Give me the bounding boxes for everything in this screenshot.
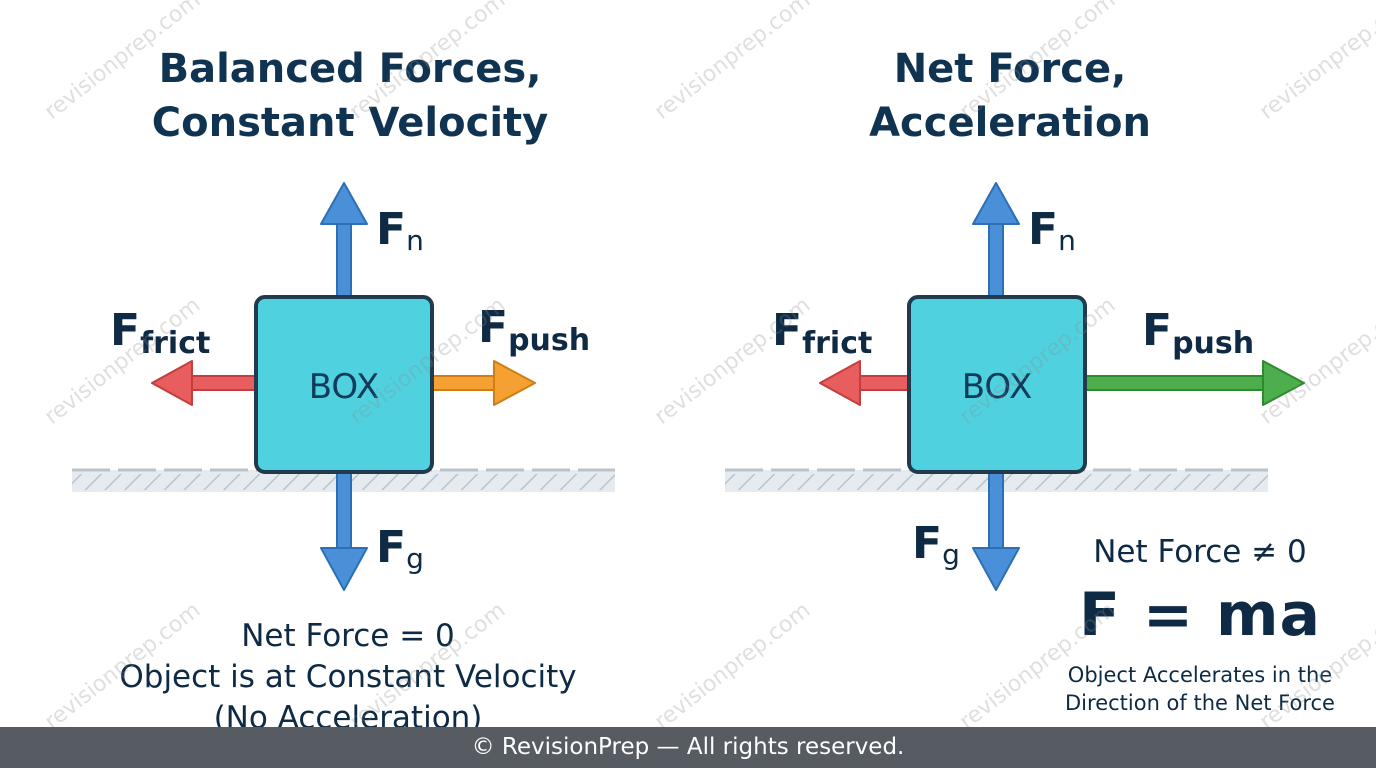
right-gravity-arrow — [972, 469, 1020, 591]
left-friction-arrow — [151, 360, 259, 406]
left-label-push: Fpush — [478, 302, 590, 358]
right-box — [907, 295, 1087, 474]
right-title: Net Force, Acceleration — [730, 42, 1290, 150]
left-box-label: BOX — [309, 367, 380, 407]
right-friction-arrow — [819, 360, 913, 406]
acceleration-note: Object Accelerates in the Direction of t… — [1020, 661, 1376, 717]
left-push-arrow — [429, 360, 536, 406]
left-normal-arrow — [320, 182, 368, 299]
acceleration-note-line2: Direction of the Net Force — [1065, 691, 1335, 715]
right-normal-arrow — [972, 182, 1020, 299]
left-box — [254, 295, 434, 474]
left-title-line1: Balanced Forces, — [158, 46, 542, 92]
right-box-label: BOX — [962, 367, 1033, 407]
left-caption: Net Force = 0 Object is at Constant Velo… — [60, 616, 636, 739]
newton-second-law-equation: F = ma — [1078, 580, 1322, 650]
right-title-line2: Acceleration — [869, 100, 1151, 146]
right-label-normal: Fn — [1028, 204, 1076, 257]
left-label-gravity: Fg — [376, 522, 424, 575]
net-force-nonzero: Net Force ≠ 0 — [1093, 534, 1307, 570]
left-gravity-arrow — [320, 469, 368, 591]
left-caption-line2: Object is at Constant Velocity — [119, 659, 577, 695]
right-label-friction: Ffrict — [772, 305, 872, 361]
left-label-friction: Ffrict — [110, 305, 210, 361]
left-title-line2: Constant Velocity — [151, 100, 549, 146]
left-title: Balanced Forces, Constant Velocity — [70, 42, 630, 150]
left-label-normal: Fn — [376, 204, 424, 257]
right-label-push: Fpush — [1142, 305, 1254, 361]
left-caption-line1: Net Force = 0 — [241, 618, 455, 654]
right-label-gravity: Fg — [912, 518, 960, 571]
copyright-footer: © RevisionPrep — All rights reserved. — [0, 727, 1376, 768]
right-title-line1: Net Force, — [893, 46, 1127, 92]
acceleration-note-line1: Object Accelerates in the — [1067, 663, 1333, 687]
right-push-arrow — [1081, 360, 1305, 406]
